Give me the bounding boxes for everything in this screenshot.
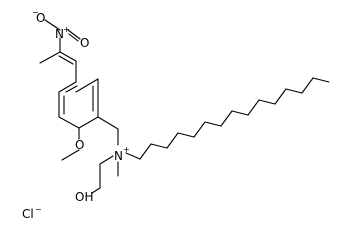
nitro-oxygen-top-charge: − xyxy=(32,8,39,17)
ammonium-nitrogen-label: N xyxy=(114,149,123,163)
nitro-oxygen-top-label: O xyxy=(36,11,45,25)
hydroxyl-label: OH xyxy=(75,190,93,204)
ammonium-charge: + xyxy=(123,145,130,154)
chloride-charge: − xyxy=(35,205,42,214)
methoxy-oxygen-label: O xyxy=(75,138,84,152)
nitro-nitrogen-label: N xyxy=(55,27,64,41)
bond-lines xyxy=(39,19,330,194)
chloride-label: Cl xyxy=(22,207,34,221)
nitro-nitrogen-charge: + xyxy=(63,25,70,34)
nitro-oxygen-right-label: O xyxy=(80,36,89,50)
chemical-structure: N + O − O O N + OH Cl − xyxy=(22,8,330,221)
